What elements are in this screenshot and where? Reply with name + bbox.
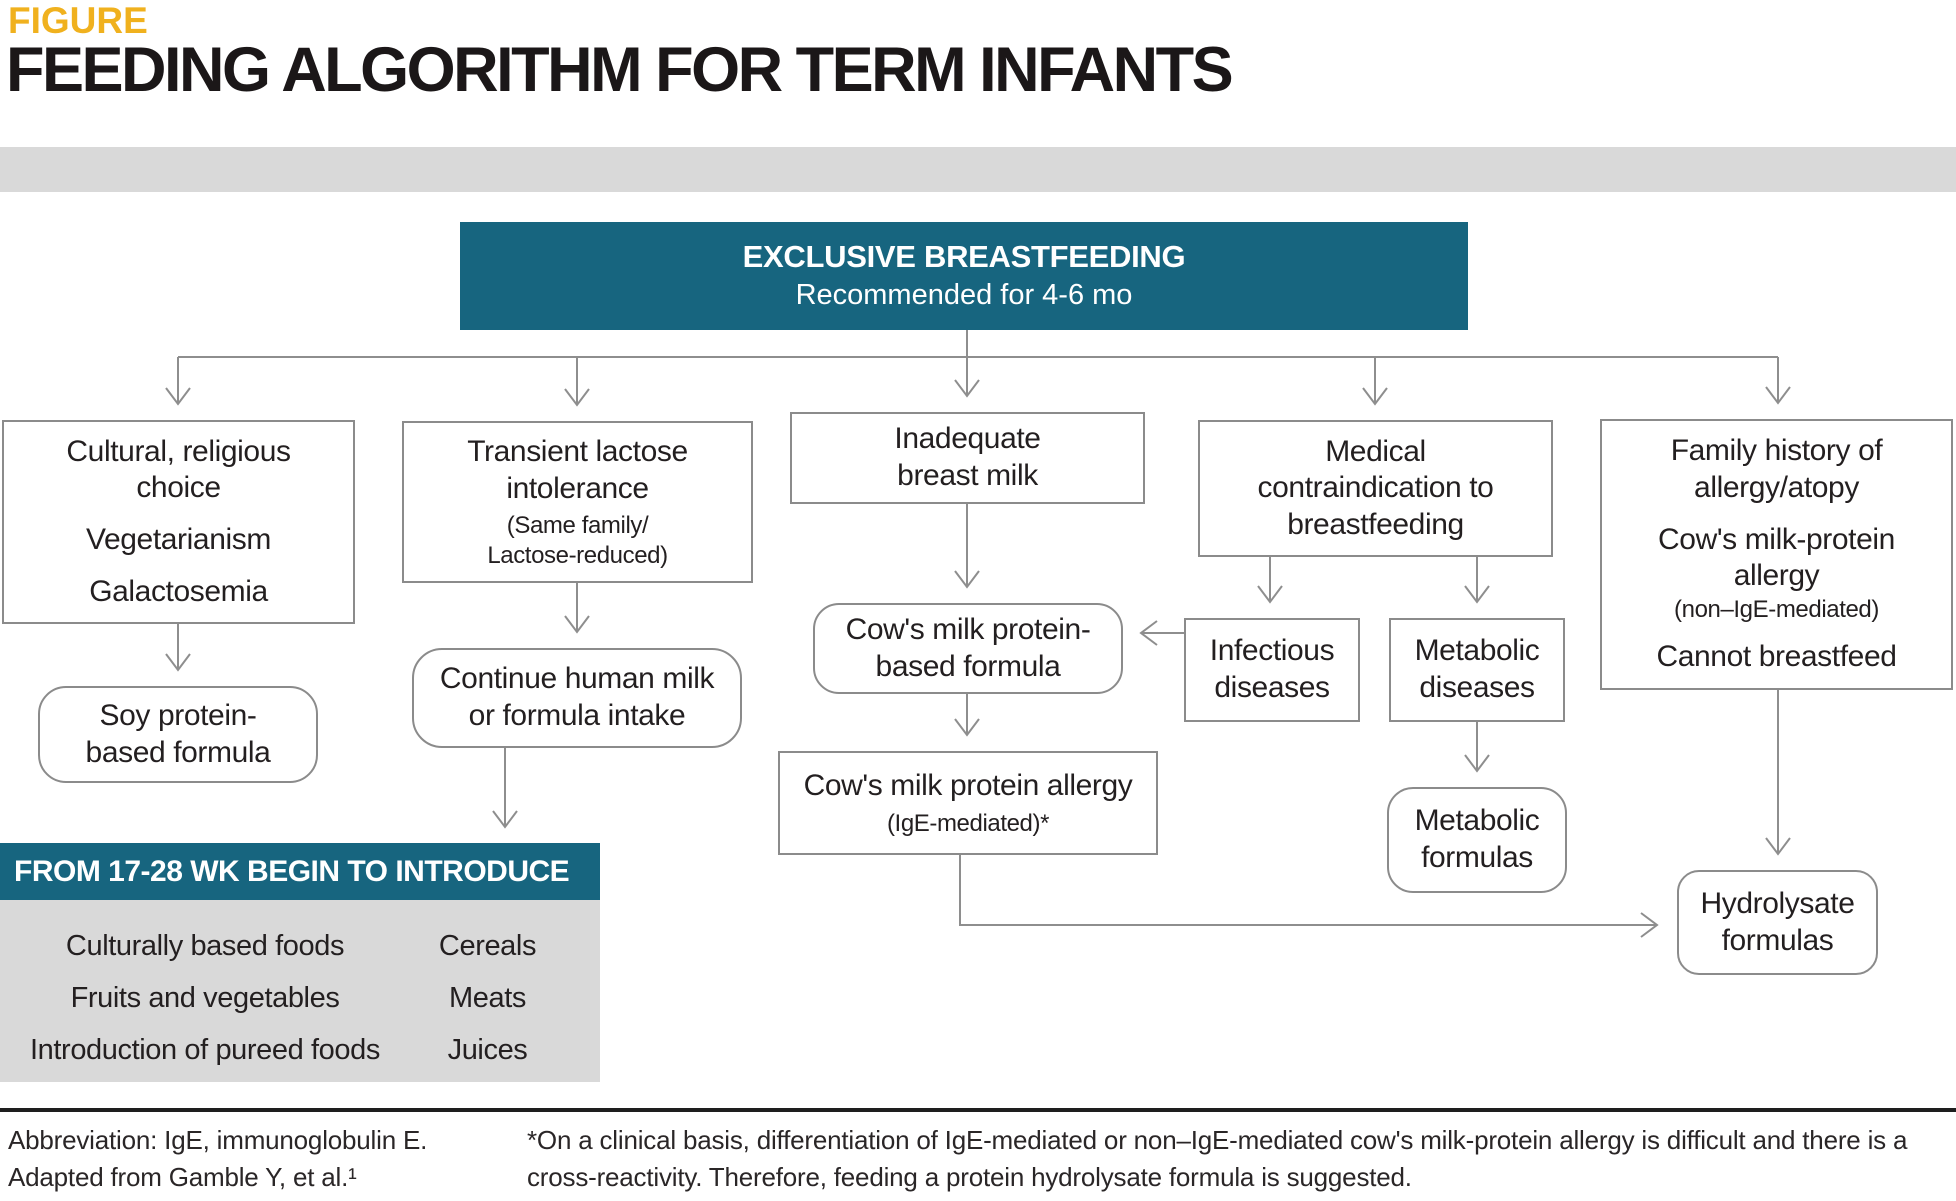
- node-family-history-allergy: Family history of allergy/atopy Cow's mi…: [1600, 419, 1953, 690]
- node-line: Metabolic: [1414, 634, 1540, 668]
- node-line: based formula: [875, 649, 1061, 683]
- food-item: Meats: [449, 981, 526, 1014]
- node-line: Galactosemia: [89, 574, 268, 608]
- title-divider-band: [0, 147, 1956, 192]
- node-line: breastfeeding: [1287, 507, 1464, 541]
- node-line: Cow's milk-protein: [1658, 522, 1895, 556]
- node-cultural-religious-choice: Cultural, religious choice Vegetarianism…: [2, 420, 355, 624]
- node-soy-protein-formula: Soy protein- based formula: [38, 686, 318, 783]
- introduce-foods-header: FROM 17-28 WK BEGIN TO INTRODUCE: [0, 843, 600, 900]
- node-inadequate-breast-milk: Inadequate breast milk: [790, 412, 1145, 504]
- node-medical-contraindication: Medical contraindication to breastfeedin…: [1198, 420, 1553, 557]
- node-transient-lactose-intolerance: Transient lactose intolerance (Same fami…: [402, 421, 753, 583]
- node-line: based formula: [85, 735, 271, 769]
- node-line: Family history of: [1670, 434, 1883, 468]
- food-item: Cereals: [438, 929, 537, 962]
- footer-rule: [0, 1108, 1956, 1112]
- node-line: Vegetarianism: [86, 523, 271, 556]
- food-item: Juices: [447, 1033, 528, 1066]
- node-infectious-diseases: Infectious diseases: [1184, 618, 1360, 722]
- node-line: (Same family/: [506, 512, 649, 540]
- node-line: Cow's milk protein-: [845, 612, 1091, 646]
- node-line: diseases: [1419, 671, 1535, 704]
- node-hydrolysate-formulas: Hydrolysate formulas: [1677, 870, 1878, 975]
- attribution-line: Adapted from Gamble Y, et al.¹: [8, 1162, 357, 1192]
- node-line: Lactose-reduced): [487, 541, 668, 569]
- node-metabolic-formulas: Metabolic formulas: [1387, 787, 1567, 893]
- introduce-foods-title: FROM 17-28 WK BEGIN TO INTRODUCE: [14, 854, 570, 888]
- node-line: Medical: [1325, 434, 1426, 468]
- footnote-line: cross-reactivity. Therefore, feeding a p…: [527, 1162, 1412, 1192]
- introduce-foods-left-column: Culturally based foods Fruits and vegeta…: [10, 920, 400, 1076]
- figure-kicker: FIGURE: [8, 0, 148, 41]
- node-line: formulas: [1421, 841, 1533, 874]
- node-line: Continue human milk: [439, 662, 715, 696]
- node-line: Soy protein-: [99, 698, 257, 732]
- node-line: Cannot breastfeed: [1656, 640, 1897, 674]
- node-line: allergy/atopy: [1694, 470, 1859, 504]
- node-line: Infectious: [1209, 634, 1335, 668]
- node-line: breast milk: [897, 459, 1038, 492]
- introduce-foods-panel: Culturally based foods Fruits and vegeta…: [0, 900, 600, 1082]
- node-cows-milk-protein-allergy: Cow's milk protein allergy (IgE-mediated…: [778, 751, 1158, 855]
- node-metabolic-diseases: Metabolic diseases: [1389, 618, 1565, 722]
- food-item: Fruits and vegetables: [70, 981, 340, 1014]
- abbreviation-line: Abbreviation: IgE, immunoglobulin E.: [8, 1125, 428, 1155]
- node-line: or formula intake: [468, 699, 686, 732]
- node-cows-milk-protein-formula: Cow's milk protein- based formula: [813, 603, 1123, 694]
- node-line: (non–IgE-mediated): [1674, 595, 1879, 623]
- node-line: formulas: [1721, 923, 1834, 957]
- node-line: intolerance: [506, 471, 649, 505]
- node-line: Transient lactose: [467, 435, 688, 469]
- node-line: Hydrolysate: [1700, 886, 1855, 920]
- node-line: Cultural, religious: [66, 434, 291, 468]
- node-line: choice: [136, 471, 221, 505]
- node-continue-human-milk: Continue human milk or formula intake: [412, 648, 742, 748]
- node-line: (IgE-mediated)*: [886, 809, 1050, 837]
- node-line: Inadequate: [894, 422, 1041, 456]
- footnote-line: *On a clinical basis, differentiation of…: [527, 1125, 1908, 1155]
- asterisk-footnote: *On a clinical basis, differentiation of…: [527, 1122, 1947, 1196]
- node-line: contraindication to: [1257, 471, 1494, 505]
- node-line: diseases: [1214, 671, 1330, 704]
- page-title: FEEDING ALGORITHM FOR TERM INFANTS: [6, 35, 1234, 105]
- node-line: Cow's milk protein allergy: [803, 769, 1133, 803]
- node-title: EXCLUSIVE BREASTFEEDING: [742, 239, 1186, 274]
- node-exclusive-breastfeeding: EXCLUSIVE BREASTFEEDING Recommended for …: [460, 222, 1468, 330]
- node-line: Metabolic: [1414, 804, 1540, 838]
- introduce-foods-right-column: Cereals Meats Juices: [390, 920, 585, 1076]
- food-item: Introduction of pureed foods: [30, 1033, 380, 1066]
- node-subtitle: Recommended for 4-6 mo: [795, 279, 1133, 312]
- abbreviation-note: Abbreviation: IgE, immunoglobulin E. Ada…: [8, 1122, 508, 1196]
- node-line: allergy: [1733, 559, 1820, 593]
- food-item: Culturally based foods: [65, 929, 345, 962]
